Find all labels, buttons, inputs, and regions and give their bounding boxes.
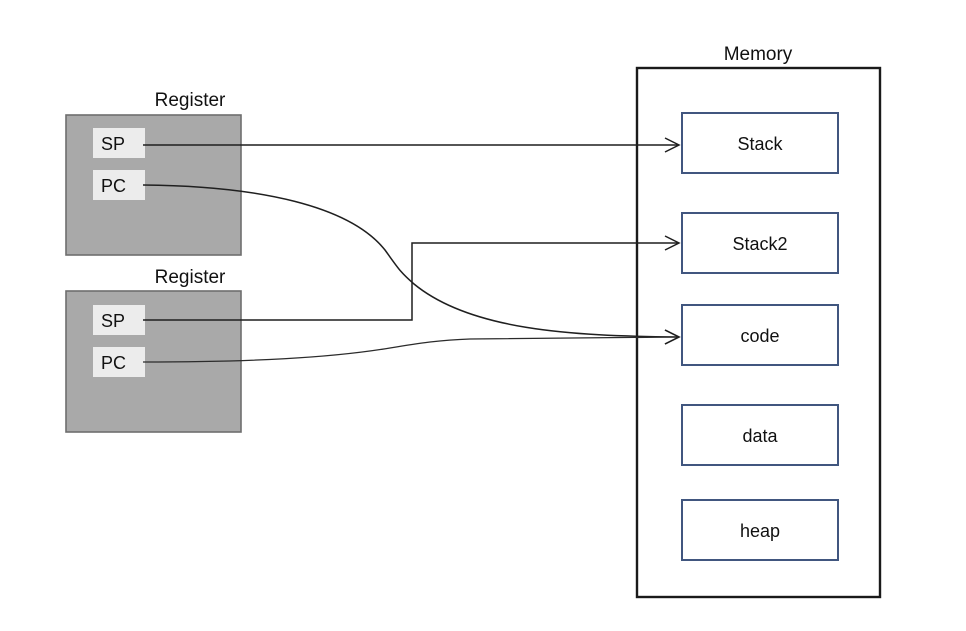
connector-sp2-to-stack2	[143, 235, 681, 321]
register-group-2[interactable]: Register SP PC	[65, 267, 242, 433]
memory-block-heap-label: heap	[740, 521, 780, 541]
memory-block-code-label: code	[740, 326, 779, 346]
connector-sp1-to-stack	[143, 137, 681, 153]
memory-block-stack[interactable]	[681, 112, 839, 174]
register-chip-pc-1-label: PC	[101, 176, 126, 196]
memory-panel-group[interactable]: Memory Stack Stack2 code data heap	[635, 44, 882, 599]
memory-block-stack2[interactable]	[681, 212, 839, 274]
connector-pc2-to-code	[142, 329, 681, 363]
register-chip-pc-2[interactable]	[93, 347, 145, 377]
register-group-1-title: Register	[155, 90, 226, 111]
register-chip-pc-2-label: PC	[101, 353, 126, 373]
memory-panel-title: Memory	[724, 44, 793, 65]
register-chip-sp-1[interactable]	[93, 128, 145, 158]
memory-block-code[interactable]	[681, 304, 839, 366]
register-chip-pc-1[interactable]	[93, 170, 145, 200]
memory-block-heap[interactable]	[681, 499, 839, 561]
register-group-1[interactable]: Register SP PC	[65, 90, 242, 256]
register-chip-sp-2-label: SP	[101, 311, 125, 331]
memory-block-data-label: data	[742, 426, 778, 446]
register-chip-sp-1-label: SP	[101, 134, 125, 154]
memory-block-stack2-label: Stack2	[732, 234, 787, 254]
register-chip-sp-2[interactable]	[93, 305, 145, 335]
register-group-2-title: Register	[155, 267, 226, 288]
memory-block-stack-label: Stack	[737, 134, 783, 154]
memory-block-data[interactable]	[681, 404, 839, 466]
